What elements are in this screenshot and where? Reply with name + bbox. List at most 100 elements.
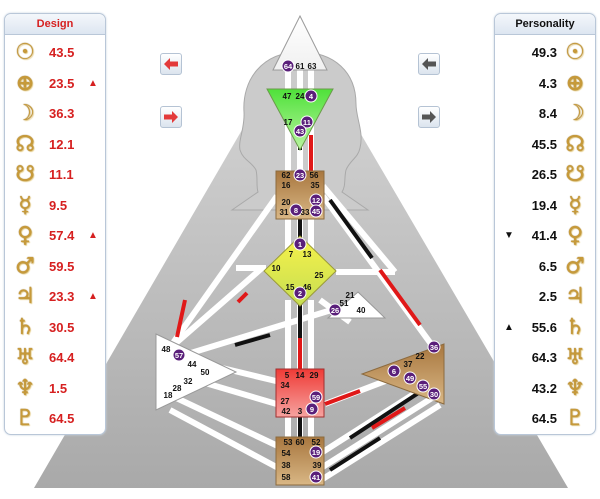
active-gate-marker xyxy=(309,470,323,484)
active-gate-marker xyxy=(403,371,417,385)
active-gate-marker xyxy=(300,115,314,129)
gate-number: 64 xyxy=(284,62,293,71)
gate-number: 60 xyxy=(296,438,305,447)
gate-number: 56 xyxy=(310,171,319,180)
jupiter-icon: ♃ xyxy=(15,284,35,309)
personality-value: 4.3 xyxy=(538,75,557,91)
neptune-icon: ♆ xyxy=(565,375,585,401)
gate-number: 40 xyxy=(357,306,366,315)
personality-value: 64.3 xyxy=(531,350,557,365)
design-row: ♅ 64.4 xyxy=(5,343,105,373)
active-gate-marker xyxy=(305,402,319,416)
personality-row: ☋26.5 xyxy=(495,160,595,190)
personality-value: 49.3 xyxy=(531,45,557,60)
ajna-center xyxy=(266,88,334,152)
gate-number: 28 xyxy=(173,384,182,393)
gate-number: 24 xyxy=(296,92,305,101)
personality-panel-title: Personality xyxy=(495,14,595,35)
north-node-icon: ☊ xyxy=(565,131,585,157)
gate-number: 39 xyxy=(313,461,322,470)
north-node-icon: ☊ xyxy=(15,131,35,157)
design-value: 64.4 xyxy=(49,350,75,365)
saturn-icon: ♄ xyxy=(15,314,35,340)
personality-panel: Personality ☉49.3⊕4.3☽8.4☊45.5☋26.5☿19.4… xyxy=(494,13,596,435)
design-value: 64.5 xyxy=(49,411,75,426)
personality-value: 26.5 xyxy=(531,167,557,182)
personality-row: ♄55.6▲ xyxy=(495,313,595,343)
design-panel-title: Design xyxy=(5,14,105,35)
exaltation-marker: ▲ xyxy=(88,77,98,89)
uranus-icon: ♅ xyxy=(15,345,35,370)
design-prev-button[interactable] xyxy=(160,53,182,75)
personality-row: ♃2.5 xyxy=(495,282,595,312)
head-center xyxy=(272,14,328,71)
design-value: 11.1 xyxy=(49,167,74,182)
gate-number: 3 xyxy=(298,407,303,416)
personality-row: ☿19.4 xyxy=(495,191,595,221)
gate-number: 31 xyxy=(280,208,289,217)
gate-number: 12 xyxy=(312,196,320,205)
mars-icon: ♂ xyxy=(15,253,35,279)
gate-number: 48 xyxy=(162,345,171,354)
design-row: ⊕23.5▲ xyxy=(5,69,105,99)
venus-icon: ♀ xyxy=(566,223,584,248)
design-row: ☿ 9.5 xyxy=(5,191,105,221)
gate-number: 30 xyxy=(430,390,438,399)
gate-number: 29 xyxy=(310,371,319,380)
design-next-button[interactable] xyxy=(160,106,182,128)
gate-number: 46 xyxy=(303,283,312,292)
uranus-icon: ♅ xyxy=(565,345,585,370)
neptune-icon: ♆ xyxy=(15,375,35,401)
personality-next-button[interactable] xyxy=(418,106,440,128)
gate-number: 15 xyxy=(286,283,295,292)
gate-number: 34 xyxy=(281,381,290,390)
moon-icon: ☽ xyxy=(565,101,585,126)
design-value: 43.5 xyxy=(49,45,75,60)
exaltation-marker: ▲ xyxy=(88,230,98,241)
root-center xyxy=(275,436,325,486)
gate-number: 41 xyxy=(312,473,320,482)
design-value: 23.3 xyxy=(49,289,75,304)
gate-number: 58 xyxy=(282,473,291,482)
personality-value: 41.4 xyxy=(531,228,557,243)
earth-icon: ⊕ xyxy=(15,70,35,96)
gate-number: 22 xyxy=(416,352,425,361)
gate-number: 19 xyxy=(312,448,320,457)
pluto-icon: ♇ xyxy=(565,406,585,431)
design-row: ☊12.1 xyxy=(5,130,105,160)
design-value: 30.5 xyxy=(49,319,75,335)
active-gate-marker xyxy=(293,237,307,251)
gate-number: 17 xyxy=(284,118,293,127)
exaltation-marker: ▼ xyxy=(504,230,514,241)
gate-number: 54 xyxy=(282,449,291,458)
personality-value: 43.2 xyxy=(531,380,557,396)
mercury-icon: ☿ xyxy=(18,192,32,218)
gate-number: 23 xyxy=(296,171,304,180)
design-row: ♃23.3▲ xyxy=(5,282,105,312)
earth-icon: ⊕ xyxy=(565,70,585,96)
venus-icon: ♀ xyxy=(16,223,34,248)
design-value: 59.5 xyxy=(49,258,75,274)
active-gate-marker xyxy=(281,59,295,73)
design-value: 9.5 xyxy=(49,197,68,213)
gate-number: 8 xyxy=(294,206,298,215)
gate-number: 18 xyxy=(164,391,173,400)
design-row: ☽36.3 xyxy=(5,99,105,129)
design-row: ☉43.5 xyxy=(5,38,105,68)
personality-prev-button[interactable] xyxy=(418,53,440,75)
design-row: ☋11.1 xyxy=(5,160,105,190)
gate-number: 42 xyxy=(282,407,291,416)
active-gate-marker xyxy=(293,168,307,182)
gate-number: 13 xyxy=(303,250,312,259)
active-gate-marker xyxy=(309,445,323,459)
active-gate-marker xyxy=(304,89,318,103)
arrow-left-icon xyxy=(422,58,436,70)
design-panel: Design ☉43.5⊕23.5▲☽36.3☊12.1☋11.1☿9.5♀57… xyxy=(4,13,106,435)
gate-number: 49 xyxy=(406,374,414,383)
personality-row: ⊕ 4.3 xyxy=(495,69,595,99)
gate-number: 11 xyxy=(303,118,311,127)
gate-number: 25 xyxy=(315,271,324,280)
personality-row: ☽8.4 xyxy=(495,99,595,129)
gate-number: 61 xyxy=(296,62,305,71)
